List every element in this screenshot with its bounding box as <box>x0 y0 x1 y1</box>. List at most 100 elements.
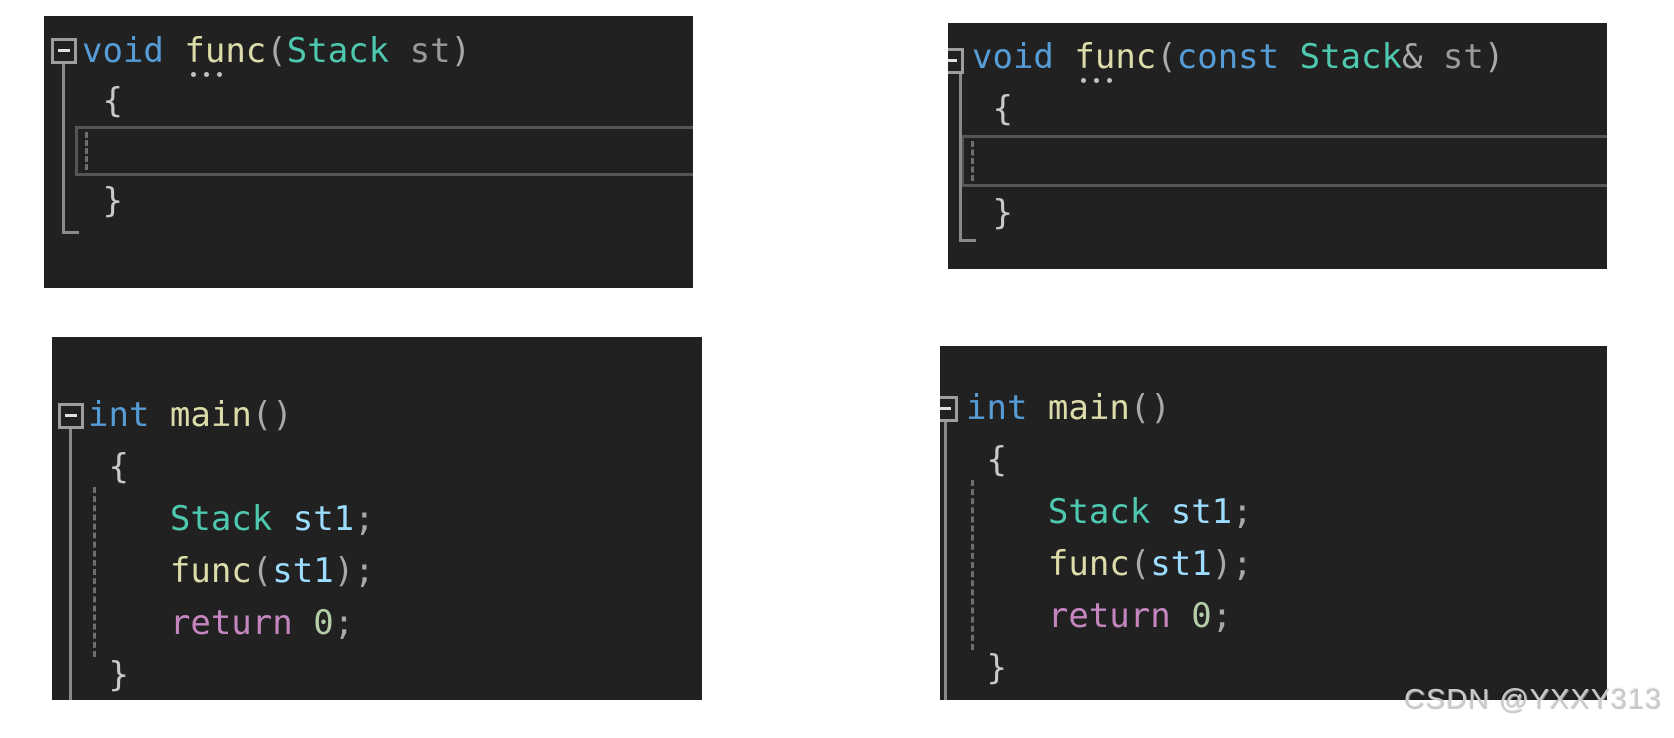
code-line[interactable]: Stack st1; <box>940 486 1607 538</box>
code-line[interactable]: } <box>52 649 702 700</box>
code-token: st <box>409 31 451 71</box>
code-line[interactable]: { <box>940 434 1607 486</box>
code-token: return <box>169 603 293 643</box>
code-line[interactable]: func(st1); <box>940 538 1607 590</box>
code-token: st1 <box>272 551 334 591</box>
indent-guide-dashed <box>971 141 974 181</box>
code-token: int <box>966 388 1028 428</box>
indent-guide-dashed <box>971 480 974 650</box>
csdn-watermark: CSDN @YXXY313 <box>1404 684 1663 716</box>
code-token: main <box>1047 388 1130 428</box>
code-token: func <box>1047 544 1130 584</box>
code-token: st <box>1442 37 1484 77</box>
code-token <box>966 596 1048 636</box>
code-line[interactable]: } <box>44 176 693 226</box>
code-line[interactable]: int main() <box>52 389 702 441</box>
code-token: & <box>1401 37 1423 77</box>
fold-scope-line-end <box>62 231 79 234</box>
code-token: ); <box>1211 544 1253 584</box>
code-token: { <box>82 81 123 121</box>
code-token <box>389 31 409 71</box>
code-token: } <box>966 648 1007 688</box>
code-token: () <box>251 395 293 435</box>
code-line[interactable]: { <box>948 83 1607 135</box>
code-line[interactable]: Stack st1; <box>52 493 702 545</box>
code-token: ( <box>251 551 273 591</box>
code-line[interactable]: void func(Stack st) <box>44 26 693 76</box>
code-area[interactable]: int main() { Stack st1; func(st1); retur… <box>52 337 702 700</box>
fold-scope-line <box>944 422 947 700</box>
code-area[interactable]: void func(Stack st) { } <box>44 16 693 226</box>
code-token <box>88 499 170 539</box>
code-token: } <box>82 181 123 221</box>
code-token <box>1171 596 1191 636</box>
code-token: ); <box>333 551 375 591</box>
code-token: const <box>1176 37 1280 77</box>
code-token: int <box>88 395 150 435</box>
code-token: 0 <box>1191 596 1212 636</box>
code-line[interactable]: func(st1); <box>52 545 702 597</box>
code-token <box>88 603 170 643</box>
code-token: st1 <box>1170 492 1233 532</box>
indent-guide-dashed <box>93 487 96 657</box>
code-token: return <box>1047 596 1171 636</box>
code-token <box>966 544 1048 584</box>
code-token: ; <box>1232 492 1253 532</box>
code-token: ; <box>333 603 355 643</box>
code-token: void <box>82 31 164 71</box>
token-with-hint-dots: func <box>1074 37 1157 77</box>
code-token <box>1422 37 1442 77</box>
code-token: { <box>966 440 1007 480</box>
code-panel-func-by-value: void func(Stack st) { } <box>44 16 693 288</box>
code-token <box>293 603 313 643</box>
code-token <box>164 31 184 71</box>
code-token: } <box>88 655 129 695</box>
fold-scope-line <box>62 64 65 234</box>
indent-guide-dashed <box>85 132 88 170</box>
code-token <box>1054 37 1074 77</box>
code-area[interactable]: int main() { Stack st1; func(st1); retur… <box>940 346 1607 694</box>
fold-scope-line <box>959 74 962 242</box>
fold-collapse-icon[interactable] <box>58 403 84 429</box>
code-token <box>272 499 292 539</box>
current-line-highlight <box>75 126 693 176</box>
code-token: 0 <box>313 603 334 643</box>
code-token: } <box>972 193 1013 233</box>
code-token: ( <box>1156 37 1177 77</box>
code-line[interactable]: } <box>940 642 1607 694</box>
code-token <box>1027 388 1047 428</box>
code-line[interactable]: return 0; <box>940 590 1607 642</box>
code-token: Stack <box>169 499 273 539</box>
code-line[interactable]: int main() <box>940 382 1607 434</box>
code-token: { <box>88 447 129 487</box>
code-panel-main-right: int main() { Stack st1; func(st1); retur… <box>940 346 1607 700</box>
code-token: st1 <box>292 499 355 539</box>
code-line[interactable]: void func(const Stack& st) <box>948 31 1607 83</box>
fold-scope-line-end <box>959 239 976 242</box>
code-line[interactable]: { <box>44 76 693 126</box>
code-token <box>88 551 170 591</box>
fold-scope-line <box>69 429 72 700</box>
code-token: Stack <box>286 31 390 71</box>
code-token: Stack <box>1299 37 1402 77</box>
code-token: { <box>972 89 1013 129</box>
code-line[interactable]: { <box>52 441 702 493</box>
code-token: main <box>169 395 252 435</box>
code-token: () <box>1129 388 1171 428</box>
code-panel-func-by-const-ref: void func(const Stack& st) { } <box>948 23 1607 269</box>
code-line[interactable]: return 0; <box>52 597 702 649</box>
fold-collapse-icon[interactable] <box>51 38 77 64</box>
code-token: st1 <box>1150 544 1212 584</box>
code-token: ( <box>266 31 287 71</box>
code-panel-main-left: int main() { Stack st1; func(st1); retur… <box>52 337 702 700</box>
token-with-hint-dots: func <box>184 31 267 71</box>
code-token: void <box>972 37 1054 77</box>
code-token: func <box>169 551 252 591</box>
fold-collapse-icon[interactable] <box>948 48 964 74</box>
code-token: ) <box>450 31 472 71</box>
current-line-highlight <box>961 135 1607 187</box>
code-area[interactable]: void func(const Stack& st) { } <box>948 23 1607 239</box>
code-line[interactable]: } <box>948 187 1607 239</box>
code-token: ( <box>1129 544 1151 584</box>
fold-collapse-icon[interactable] <box>940 396 958 422</box>
